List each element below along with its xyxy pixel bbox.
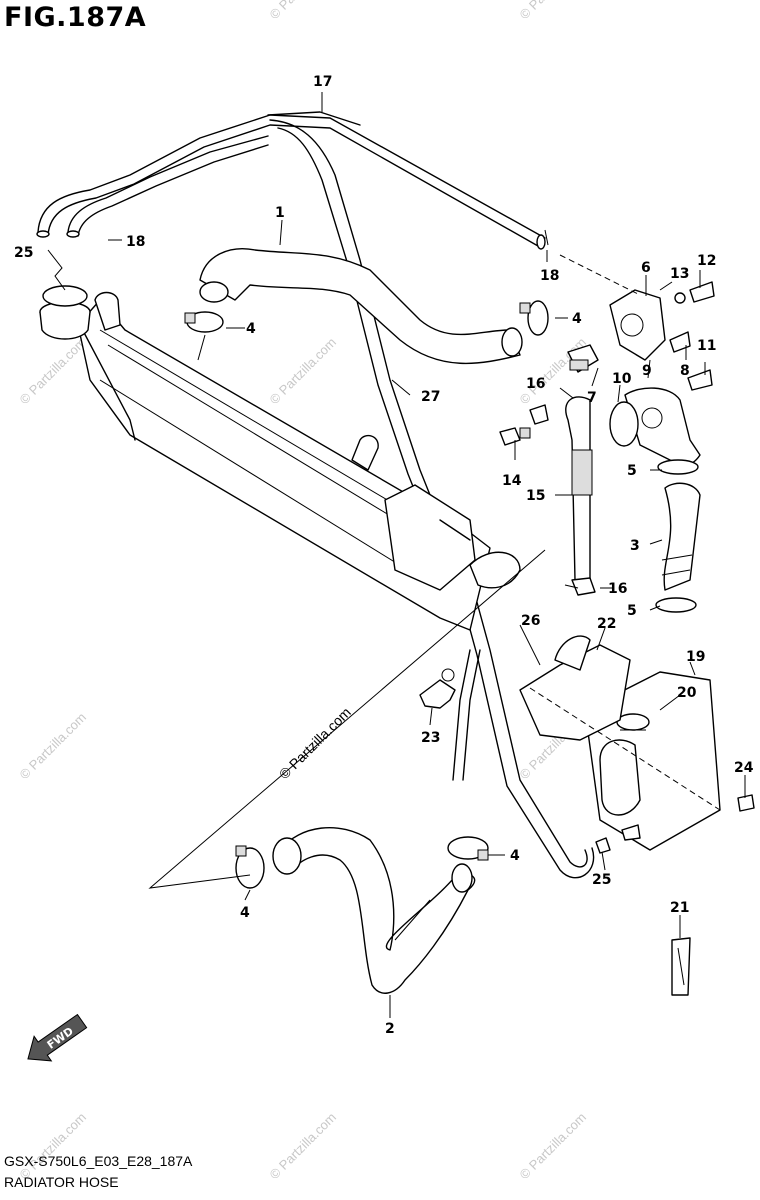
- clamp-27: [671, 937, 691, 996]
- callout-20: 20: [677, 685, 697, 701]
- watermark: © Partzilla.com: [517, 0, 590, 22]
- clip-22: [419, 668, 456, 709]
- callout-2: 2: [385, 1021, 395, 1037]
- radiator-hose-1: [199, 248, 523, 365]
- callout-18: 18: [126, 234, 145, 250]
- callout-25: 25: [14, 245, 33, 261]
- watermark: © Partzilla.com: [517, 1110, 590, 1183]
- watermark: © Partzilla.com: [267, 335, 340, 408]
- callout-27: 21: [670, 900, 689, 916]
- callout-23: 24: [734, 760, 754, 776]
- callout-25: 25: [592, 872, 611, 888]
- callout-12: 12: [697, 253, 716, 269]
- callout-4: 4: [510, 848, 520, 864]
- radiator-cap: [39, 285, 91, 340]
- callout-10: 10: [612, 371, 632, 387]
- callout-19: 19: [686, 649, 705, 665]
- callout-9: 9: [642, 363, 652, 379]
- fwd-arrow: FWD: [27, 1013, 88, 1062]
- radiator-hose-3: [655, 459, 701, 613]
- callout-21: 22: [597, 616, 616, 632]
- callout-26: 26: [521, 613, 540, 629]
- callout-5: 5: [627, 463, 637, 479]
- figure-title: FIG.187A: [4, 2, 147, 33]
- callout-7: 7: [587, 390, 597, 406]
- callout-18: 18: [540, 268, 559, 284]
- callout-15: 15: [526, 488, 545, 504]
- callout-1: 1: [275, 205, 285, 221]
- callout-8: 8: [680, 363, 690, 379]
- watermark: © Partzilla.com: [17, 1110, 90, 1183]
- callout-4: 4: [572, 311, 582, 327]
- callout-17: 17: [313, 74, 332, 90]
- watermark: © Partzilla.com: [267, 1110, 340, 1183]
- callout-22: 23: [421, 730, 440, 746]
- watermark: © Partzilla.com: [17, 335, 90, 408]
- watermark: © Partzilla.com: [267, 0, 340, 22]
- callout-14: 14: [502, 473, 522, 489]
- bolt-23: [595, 794, 755, 854]
- callout-24: 27: [421, 389, 440, 405]
- callout-13: 13: [670, 266, 689, 282]
- figure-name: RADIATOR HOSE: [4, 1174, 119, 1190]
- thermostat-housing: [567, 289, 701, 466]
- radiator-hose-2: [272, 827, 476, 994]
- bolts: [669, 281, 715, 391]
- figure-code: GSX-S750L6_E03_E28_187A: [4, 1153, 193, 1169]
- watermark-layer: © Partzilla.com © Partzilla.com © Partzi…: [17, 0, 590, 1182]
- callout-3: 3: [630, 538, 640, 554]
- callout-4: 4: [240, 905, 250, 921]
- callout-6: 6: [641, 260, 651, 276]
- callout-16: 16: [608, 581, 627, 597]
- leader-lines: [47, 92, 746, 1018]
- hose-15: [499, 396, 596, 596]
- bracket-21: [519, 635, 631, 741]
- radiator: [77, 291, 521, 631]
- watermark: © Partzilla.com: [17, 710, 90, 783]
- callout-5: 5: [627, 603, 637, 619]
- callout-labels: 17 1 25 18 18 4 4 6 13 12 11 8 9 10 16 7…: [14, 74, 754, 1037]
- callout-4: 4: [246, 321, 256, 337]
- overflow-hose-17: [36, 111, 546, 250]
- callout-16: 16: [526, 376, 545, 392]
- callout-11: 11: [697, 338, 716, 354]
- hose-clamp-4: [184, 300, 549, 889]
